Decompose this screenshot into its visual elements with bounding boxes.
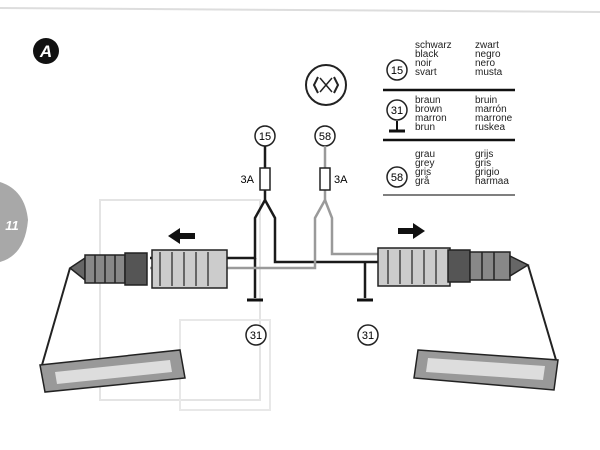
page-tab: 11 — [0, 182, 28, 262]
fuse-left — [259, 167, 271, 191]
lamp-left — [39, 349, 186, 393]
lamp-right — [413, 349, 559, 391]
arrow-right-icon — [398, 223, 425, 239]
page-number: 11 — [5, 218, 19, 233]
section-label: A — [39, 42, 52, 61]
svg-text:31: 31 — [250, 330, 262, 342]
svg-text:58: 58 — [319, 131, 331, 143]
fuse-left-rating: 3A — [241, 174, 255, 186]
svg-text:15: 15 — [391, 65, 403, 77]
legend-terminal-58: 58 — [386, 166, 408, 188]
legend-terminal-15: 15 — [386, 59, 408, 81]
section-badge: A — [33, 38, 59, 64]
fuse-right — [319, 167, 331, 191]
grey-wire — [150, 146, 385, 298]
svg-text:15: 15 — [259, 131, 271, 143]
fuse-right-rating: 3A — [334, 174, 348, 186]
left-connector — [68, 249, 228, 289]
arrow-left-icon — [168, 228, 195, 244]
terminal-58: 58 — [314, 125, 336, 147]
svg-text:58: 58 — [391, 172, 403, 184]
svg-text:31: 31 — [362, 330, 374, 342]
ground-left: 31 — [245, 298, 267, 346]
ground-right: 31 — [357, 298, 379, 346]
lamp-symbol-icon — [305, 64, 347, 106]
legend-terminal-31: 31 — [386, 99, 408, 133]
svg-text:31: 31 — [391, 105, 403, 117]
right-connector — [377, 247, 530, 287]
terminal-15: 15 — [254, 125, 276, 147]
